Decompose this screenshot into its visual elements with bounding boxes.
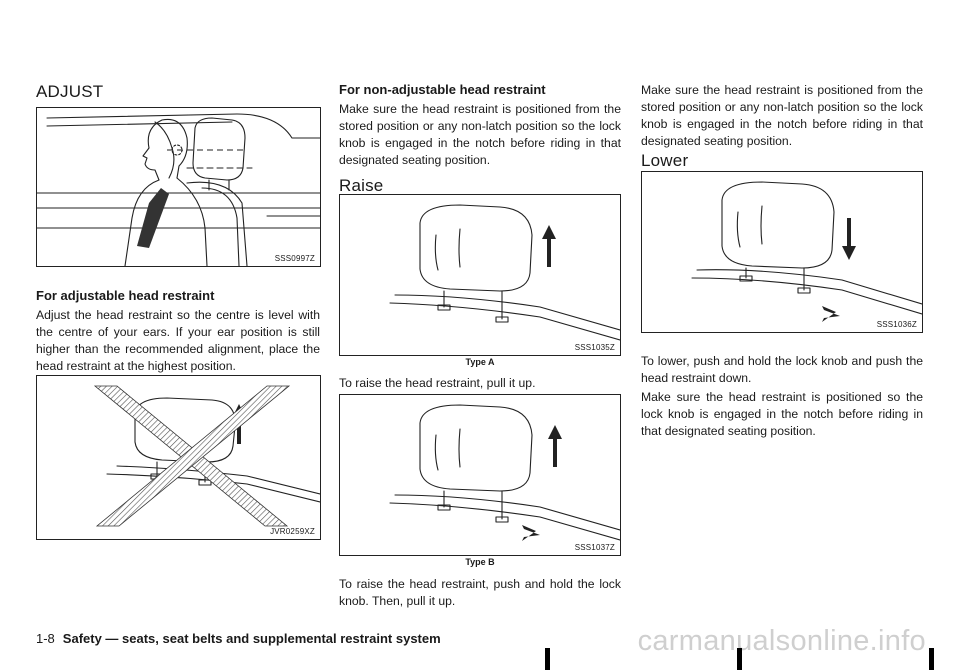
raise-text-a: To raise the head restraint, pull it up. (339, 376, 536, 390)
figure-code: SSS1037Z (574, 543, 615, 552)
watermark: carmanualsonline.info (637, 625, 926, 657)
figure-code: SSS1036Z (876, 320, 917, 329)
adjust-heading: ADJUST (36, 82, 104, 101)
crop-mark (929, 648, 934, 670)
lower-text-1: To lower, push and hold the lock knob an… (641, 354, 923, 385)
section-title: Safety — seats, seat belts and supplemen… (62, 631, 441, 646)
figure-code: JVR0259XZ (270, 527, 315, 536)
raise-type-b-illustration (389, 404, 620, 541)
figure-raise-type-b: SSS1037Z (339, 394, 621, 556)
figure-lower: SSS1036Z (641, 171, 923, 333)
driver-illustration (37, 113, 320, 266)
raise-text-b: To raise the head restraint, push and ho… (339, 577, 621, 608)
figure-raise-type-a: SSS1035Z (339, 194, 621, 356)
crop-mark (737, 648, 742, 670)
non-adjustable-text: Make sure the head restraint is position… (339, 102, 621, 167)
adjustable-text: Adjust the head restraint so the centre … (36, 308, 320, 373)
figure-code: SSS1035Z (574, 343, 615, 352)
figure-caption-type-a: Type A (465, 357, 495, 367)
figure-incorrect-position: JVR0259XZ (36, 375, 321, 540)
crop-mark (545, 648, 550, 670)
page-footer: 1-8 Safety — seats, seat belts and supple… (36, 631, 441, 646)
figure-driver-head-restraint: SSS0997Z (36, 107, 321, 267)
lower-illustration (691, 181, 922, 322)
raise-type-a-illustration (389, 204, 620, 341)
figure-code: SSS0997Z (274, 254, 315, 263)
adjustable-heading: For adjustable head restraint (36, 288, 215, 303)
raise-heading: Raise (339, 176, 384, 195)
non-adjustable-heading: For non-adjustable head restraint (339, 82, 546, 97)
intro-text: Make sure the head restraint is position… (641, 83, 923, 148)
lower-text-2: Make sure the head restraint is position… (641, 390, 923, 438)
page-number: 1-8 (36, 631, 55, 646)
crossed-head-restraint-illustration (93, 385, 320, 527)
figure-caption-type-b: Type B (465, 557, 495, 567)
lower-heading: Lower (641, 151, 689, 170)
